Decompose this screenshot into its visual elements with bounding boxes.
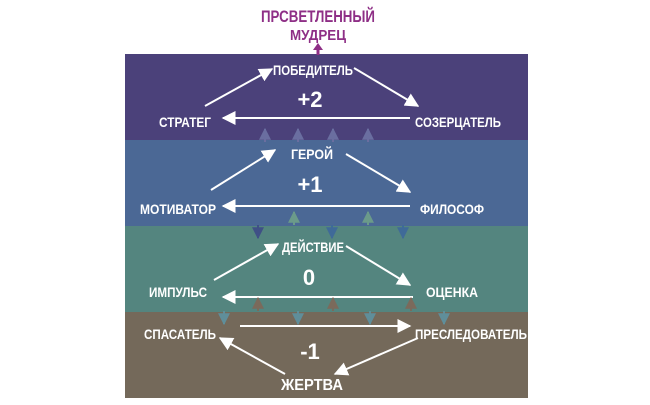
label-ocenka: ОЦЕНКА bbox=[426, 284, 478, 300]
label-impuls: ИМПУЛЬС bbox=[149, 284, 207, 300]
level-value-plus1: +1 bbox=[297, 172, 322, 197]
arrow-presledovatel-to-zhertva bbox=[333, 337, 419, 376]
arrow-motivator-to-geroy bbox=[210, 149, 277, 191]
label-presledovatel: ПРЕСЛЕДОВАТЕЛЬ bbox=[415, 326, 527, 342]
enlightened-title-line1: ПРСВЕТЛЕННЫЙ bbox=[261, 7, 375, 26]
label-deystvie: ДЕЙСТВИЕ bbox=[282, 238, 344, 255]
enlightened-up-arrowhead bbox=[313, 43, 323, 50]
level-band-plus1 bbox=[125, 140, 528, 226]
arrow-impuls-to-deystvie bbox=[213, 243, 280, 281]
level-value-minus1: -1 bbox=[300, 339, 320, 364]
arrow-geroy-to-filosof bbox=[345, 153, 412, 193]
arrow-strateg-to-pobeditel bbox=[204, 68, 274, 107]
label-filosof: ФИЛОСОФ bbox=[420, 201, 484, 217]
label-motivator: МОТИВАТОР bbox=[140, 201, 216, 217]
arrow-pobeditel-to-sozercatel bbox=[353, 67, 420, 107]
label-strateg: СТРАТЕГ bbox=[159, 114, 211, 130]
level-value-zero: 0 bbox=[303, 265, 315, 290]
arrow-deystvie-to-ocenka bbox=[345, 245, 412, 286]
level-value-plus2: +2 bbox=[297, 87, 322, 112]
label-pobeditel: ПОБЕДИТЕЛЬ bbox=[273, 62, 353, 78]
enlightened-title-line2: МУДРЕЦ bbox=[290, 27, 346, 44]
level-band-plus2 bbox=[125, 54, 528, 140]
label-zhertva: ЖЕРТВА bbox=[280, 377, 343, 394]
label-spasatel: СПАСАТЕЛЬ bbox=[144, 326, 216, 342]
arrow-zhertva-to-spasatel bbox=[218, 337, 286, 375]
label-sozercatel: СОЗЕРЦАТЕЛЬ bbox=[415, 114, 501, 130]
label-geroy: ГЕРОЙ bbox=[291, 145, 333, 162]
